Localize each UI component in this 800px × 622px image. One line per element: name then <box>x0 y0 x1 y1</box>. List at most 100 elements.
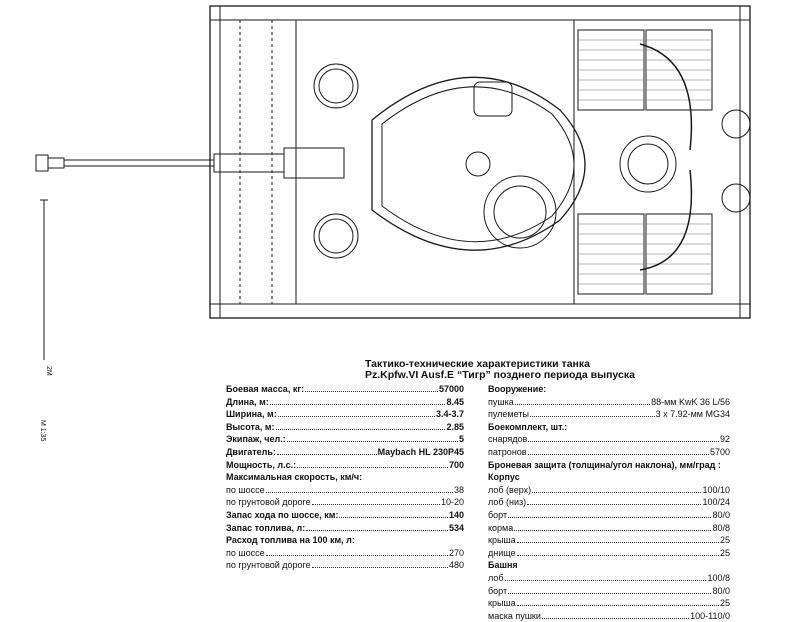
side-panel-left <box>219 19 297 305</box>
spec-value: 88-мм KwK 36 L/56 <box>651 396 730 407</box>
spec-value: 8.45 <box>446 396 464 407</box>
spec-label: по шоссе <box>226 484 265 495</box>
spec-label: Экипаж, чел.: <box>226 434 286 445</box>
spec-row: Экипаж, чел.: 5 <box>226 433 464 446</box>
leader-dots <box>514 522 712 531</box>
spec-row: пулеметы 3 x 7.92-мм MG34 <box>488 408 730 421</box>
spec-value: 3.4-3.7 <box>435 409 464 420</box>
spec-row: Высота, м:2.85 <box>226 421 464 434</box>
spec-row: Броневая защита (толщина/угол наклона), … <box>488 459 730 472</box>
spec-value: 5 <box>458 434 464 445</box>
spec-row: крыша 25 <box>488 534 730 547</box>
spec-row: Башня <box>488 559 730 572</box>
leader-dots <box>339 509 448 518</box>
spec-label: лоб <box>488 572 504 583</box>
spec-row: Корпус <box>488 471 730 484</box>
deck-outline <box>295 19 575 305</box>
spec-label: Корпус <box>488 472 520 483</box>
spec-value: 25 <box>719 535 730 546</box>
spec-label: Башня <box>488 560 518 571</box>
engine-access-hatch <box>619 135 677 193</box>
spec-row: Вооружение: <box>488 383 730 396</box>
leader-dots <box>286 433 458 443</box>
spec-row: маска пушки 100-110/0 <box>488 610 730 622</box>
spec-label: борт <box>488 585 508 596</box>
spec-value: 10-20 <box>440 497 464 508</box>
spec-value: 80/8 <box>712 522 730 533</box>
leader-dots <box>305 383 438 392</box>
loader-hatch <box>465 151 491 177</box>
gun-barrel <box>35 147 345 179</box>
leader-dots <box>265 484 453 493</box>
spec-value: 38 <box>453 484 464 495</box>
spec-label: пушка <box>488 396 514 407</box>
spec-row: днище 25 <box>488 547 730 560</box>
spec-row: Ширина, м: 3.4-3.7 <box>226 408 464 421</box>
spec-value: 100/8 <box>707 572 730 583</box>
spec-value: 100/24 <box>702 497 730 508</box>
spec-label: корма <box>488 522 514 533</box>
spec-value: 2.85 <box>446 421 464 432</box>
spec-row: лоб 100/8 <box>488 572 730 585</box>
spec-row: Боекомплект, шт.: <box>488 421 730 434</box>
leader-dots <box>541 610 690 619</box>
leader-dots <box>508 585 712 594</box>
spec-label: Запас хода по шоссе, км: <box>226 509 339 520</box>
leader-dots <box>297 459 448 468</box>
leader-dots <box>516 597 719 607</box>
spec-value: Maybach HL 230P45 <box>377 446 464 457</box>
spec-row: Максимальная скорость, км/ч: <box>226 471 464 484</box>
leader-dots <box>277 408 435 418</box>
spec-label: крыша <box>488 535 516 546</box>
spec-label: пулеметы <box>488 409 529 420</box>
tank-top-view-drawing <box>35 5 751 360</box>
spec-label: Максимальная скорость, км/ч: <box>226 472 363 483</box>
spec-row: Боевая масса, кг:57000 <box>226 383 464 396</box>
spec-label: крыша <box>488 598 516 609</box>
spec-label: Ширина, м: <box>226 409 277 420</box>
spec-label: маска пушки <box>488 610 541 621</box>
spec-label: снарядов <box>488 434 528 445</box>
spec-value: 700 <box>448 459 464 470</box>
leader-dots <box>527 446 709 455</box>
spec-label: днище <box>488 547 516 558</box>
spec-label: лоб (низ) <box>488 497 527 508</box>
leader-dots <box>516 534 719 544</box>
leader-dots <box>528 433 719 443</box>
spec-label: Расход топлива на 100 км, л: <box>226 535 355 546</box>
spec-label: Броневая защита (толщина/угол наклона), … <box>488 459 721 470</box>
spec-value: 5700 <box>709 446 730 457</box>
hatch-radio-operator <box>313 213 359 259</box>
leader-dots <box>265 547 448 556</box>
exhaust-top <box>721 109 751 139</box>
spec-label: Боевая масса, кг: <box>226 384 305 394</box>
track-right <box>739 5 751 319</box>
spec-row: лоб (низ) 100/24 <box>488 496 730 509</box>
hull-outline <box>209 5 751 319</box>
spec-value: 534 <box>448 522 464 533</box>
leader-dots <box>508 509 712 518</box>
leader-dots <box>516 547 719 556</box>
leader-dots <box>311 559 448 569</box>
spec-label: Длина, м: <box>226 396 269 407</box>
spec-value: 480 <box>448 560 464 571</box>
spec-value: 3 x 7.92-мм MG34 <box>655 409 730 420</box>
spec-value: 25 <box>719 547 730 558</box>
spec-label: лоб (верх) <box>488 484 532 495</box>
spec-label: Боекомплект, шт.: <box>488 421 568 432</box>
turret-outline <box>371 76 586 251</box>
spec-row: Расход топлива на 100 км, л: <box>226 534 464 547</box>
spec-value: 92 <box>719 434 730 445</box>
exhaust-bottom <box>721 183 751 213</box>
scale-bar <box>40 199 48 360</box>
spec-label: Двигатель: <box>226 446 276 457</box>
spec-row: по шоссе 38 <box>226 484 464 497</box>
spec-value: 100-110/0 <box>690 610 730 621</box>
spec-row: снарядов 92 <box>488 433 730 446</box>
spec-label: Вооружение: <box>488 384 547 394</box>
